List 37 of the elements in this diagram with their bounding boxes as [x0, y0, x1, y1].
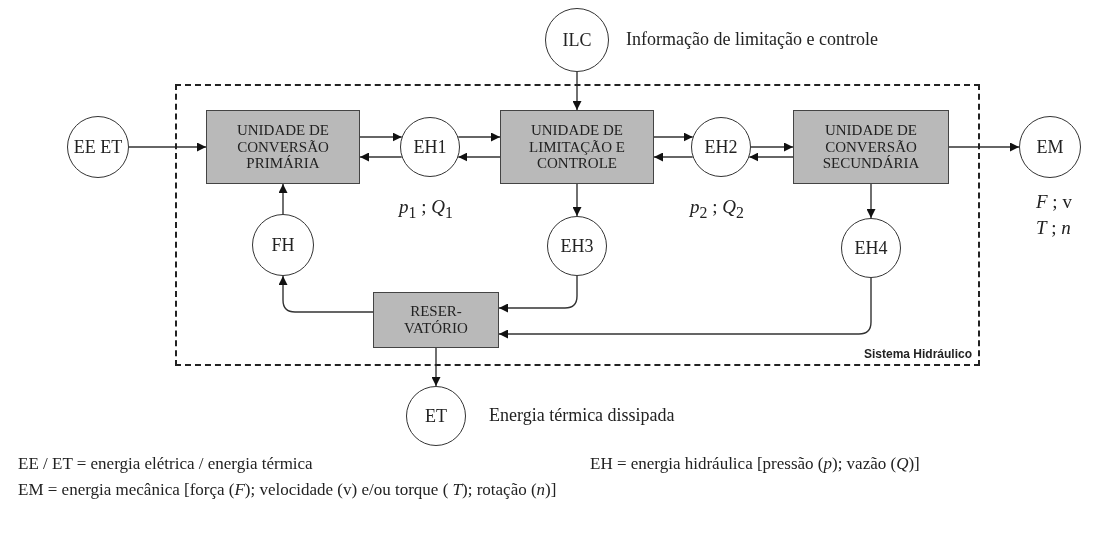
arrow — [572, 71, 582, 111]
boundary-label: Sistema Hidráulico — [863, 347, 972, 361]
arrow — [457, 152, 501, 162]
energy-circle: EH3 — [547, 216, 607, 276]
energy-circle: EE ET — [67, 116, 129, 178]
arrow — [750, 142, 794, 152]
arrow — [278, 275, 374, 313]
arrow — [359, 152, 403, 162]
arrow — [431, 347, 441, 387]
system-boundary — [175, 84, 980, 366]
unit-box: UNIDADE DE CONVERSÃO SECUNDÁRIA — [793, 110, 949, 184]
node-caption: F ; v — [1036, 191, 1072, 213]
energy-circle: FH — [252, 214, 314, 276]
arrow — [498, 277, 872, 339]
arrow — [278, 183, 288, 215]
legend-note: EH = energia hidráulica [pressão (p); vazão (Q)] — [590, 454, 920, 474]
unit-box: UNIDADE DE LIMITAÇÃO E CONTROLE — [500, 110, 654, 184]
arrow — [457, 132, 501, 142]
arrow — [359, 132, 403, 142]
node-caption: T ; n — [1036, 217, 1071, 239]
legend-note: EM = energia mecânica [força (F); velocidade (v) e/ou torque ( T); rotação (n)] — [18, 480, 557, 500]
arrow — [653, 132, 694, 142]
legend-note: EE / ET = energia elétrica / energia térmica — [18, 454, 313, 474]
node-caption: p$_{1}$ ; Q$_{1}$ — [399, 196, 453, 222]
unit-box: UNIDADE DE CONVERSÃO PRIMÁRIA — [206, 110, 360, 184]
arrow — [948, 142, 1020, 152]
energy-circle: EH4 — [841, 218, 901, 278]
node-caption: Informação de limitação e controle — [626, 29, 878, 50]
arrow — [498, 275, 578, 313]
node-caption: Energia térmica dissipada — [489, 405, 675, 426]
arrow — [128, 142, 207, 152]
arrow — [572, 183, 582, 217]
unit-box: RESER- VATÓRIO — [373, 292, 499, 348]
arrow — [653, 152, 694, 162]
arrow — [748, 152, 794, 162]
node-caption: p$_{2}$ ; Q$_{2}$ — [690, 196, 744, 222]
arrow — [866, 183, 876, 219]
